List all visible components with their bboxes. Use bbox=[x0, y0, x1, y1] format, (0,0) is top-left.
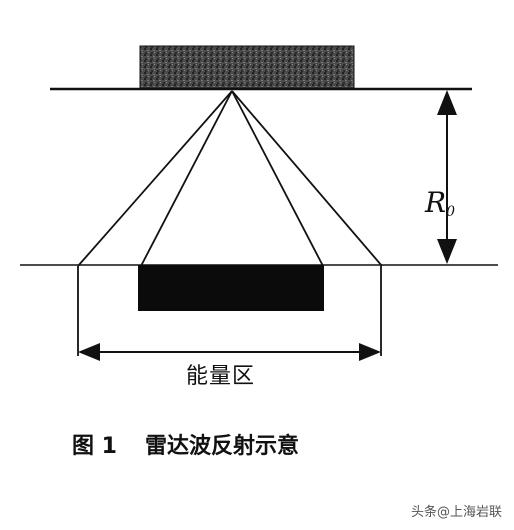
energy-zone-dimension-arrow bbox=[78, 343, 381, 361]
arrowhead-up bbox=[437, 90, 457, 115]
figure-number: 图 1 bbox=[72, 434, 117, 459]
ray-outer-left bbox=[77, 90, 233, 267]
depth-label: R0 bbox=[424, 186, 455, 220]
arrowhead-left bbox=[78, 343, 100, 361]
arrowhead-down bbox=[437, 239, 457, 264]
figure-caption: 图 1 雷达波反射示意 bbox=[72, 428, 299, 460]
arrowhead-right bbox=[359, 343, 381, 361]
depth-dimension-arrow bbox=[437, 90, 457, 264]
radar-antenna bbox=[139, 45, 355, 89]
depth-label-main: R bbox=[424, 186, 446, 219]
figure-title: 雷达波反射示意 bbox=[144, 434, 299, 459]
ray-inner-right bbox=[231, 90, 324, 267]
buried-target bbox=[138, 265, 324, 311]
ray-inner-left bbox=[140, 90, 233, 267]
radar-wave-rays bbox=[77, 90, 383, 267]
energy-zone-label: 能量区 bbox=[186, 364, 256, 389]
depth-label-subscript: 0 bbox=[446, 204, 455, 220]
watermark: 头条@上海岩联 bbox=[410, 505, 502, 520]
ray-outer-right bbox=[231, 90, 383, 267]
